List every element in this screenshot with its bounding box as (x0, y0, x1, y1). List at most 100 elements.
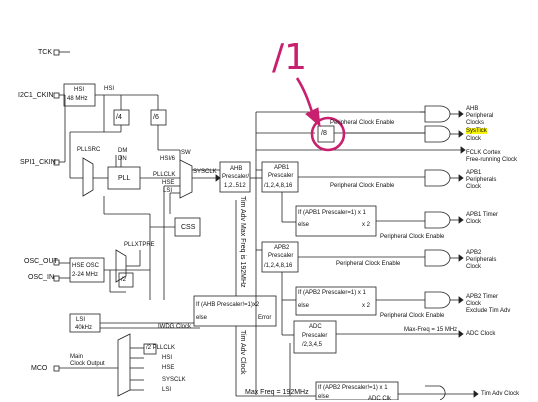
ahb-if-line1: If (AHB Prescaler!=1)x2 (196, 302, 260, 308)
fclk-output: FCLK Cortex Free-running Clock (466, 150, 518, 163)
annotation-label: /1 (272, 37, 308, 78)
ahb-label-1: AHB (230, 166, 243, 172)
pin-tck: TCK (38, 49, 52, 56)
apb1-timer-and-gate (424, 211, 451, 229)
pin-mco: MCO (31, 365, 48, 372)
tim-adv-mult-box (193, 295, 277, 327)
hse-osc-label: HSE OSC (72, 263, 100, 269)
div8-label: /8 (321, 130, 327, 137)
apb1-peripherals-output: APB1 Peripherals Clock (466, 170, 497, 190)
osc-out-pin-box (53, 259, 60, 266)
ahb-label-2: Prescaler/ (222, 174, 250, 180)
apb2-label-1: APB2 (274, 245, 290, 251)
div6-label: /6 (153, 114, 159, 121)
hsi-line-label: HSI (104, 86, 115, 92)
tim-adv-max-freq-text: Tim Adv Max Freq is 192MHz (239, 196, 246, 288)
ahb-and-gate (424, 105, 451, 123)
apb2b-if-line1: If (APB2 Prescaler!=1) x 1 (318, 385, 388, 391)
adc-clk-label: ADC Clk (368, 396, 392, 402)
pllsrc-mux (82, 157, 94, 197)
pin-osc-in: OSC_IN (28, 274, 55, 281)
mco-pin-box (53, 365, 60, 372)
apb1-if-line2: else (298, 222, 310, 228)
mco-pllclk-label: /2 PLLCLK (146, 345, 176, 351)
apb2-if-line2: else (298, 303, 310, 309)
hsi6-label: HSI/6 (160, 156, 176, 162)
systick-output: SysTick (466, 128, 487, 134)
max-freq-label: Max Freq = 192MHz (245, 389, 309, 396)
lsi-small-label: LSI (163, 188, 173, 194)
main-clock-output-label: Main Clock Output (70, 354, 105, 368)
mco-sysclk-label: SYSCLK (162, 377, 186, 383)
pin-spi1-ckin: SPI1_CKIN (20, 159, 56, 166)
dm-label: DM (118, 148, 128, 154)
pll-label: PLL (118, 175, 131, 182)
sysclk-label: SYSCLK (193, 169, 217, 175)
hse-small-label: HSE (162, 180, 175, 186)
css-label: CSS (181, 224, 196, 231)
div4-box (113, 109, 130, 126)
adc-label-3: /2,3,4,5 (302, 342, 323, 348)
apb2-timer-mult-box (295, 286, 377, 316)
spi1-pin-box (53, 159, 60, 166)
apb2-and-gate (424, 249, 451, 267)
sw-mux (179, 159, 193, 199)
lsi-label: LSI (76, 317, 86, 323)
ahb-prescaler-box (219, 161, 251, 193)
ahb-peripheral-clocks-output: AHB Peripheral Clocks (466, 106, 494, 126)
apb2-label-3: /1,2,4,8,16 (264, 263, 293, 269)
hsi-top-label: HSI (74, 87, 85, 93)
apb2b-if-line2: else (318, 394, 330, 400)
apb2-tim-adv-box (315, 381, 399, 400)
enable-label-apb1: Peripheral Clock Enable (330, 183, 395, 189)
mco-hse-label: HSE (162, 365, 175, 371)
sw-label: SW (181, 150, 191, 156)
adc-label-1: ADC (309, 324, 322, 330)
apb1-timer-output: APB1 Timer Clock (466, 212, 499, 225)
apb1-label-3: /1,2,4,8,16 (264, 183, 293, 189)
ahb-label-3: 1,2..512 (224, 183, 246, 189)
pllxtpre-label: PLLXTPRE (124, 242, 155, 248)
pin-osc-out: OSC_OUT (24, 258, 58, 265)
mco-hsi-label: HSI (162, 355, 173, 361)
apb1-if-line3: x 2 (362, 222, 371, 228)
pin-i2c1-ckin: I2C1_CKIN (18, 92, 54, 99)
tck-pin-box (53, 49, 60, 56)
iwdg-clock-label: IWDG Clock (158, 324, 191, 330)
annotation-circle (310, 116, 346, 152)
apb1-label-1: APB1 (274, 165, 290, 171)
adc-prescaler-box (293, 320, 337, 354)
div2-box (118, 272, 134, 288)
hse-osc-box (69, 257, 105, 283)
div8-box (317, 125, 335, 143)
div2-label: /2 (121, 277, 127, 283)
dn-label: DN (118, 156, 127, 162)
apb2-timer-output: APB2 Timer Clock Exclude Tim Adv (466, 294, 511, 314)
hse-freq-label: 2-24 MHz (72, 272, 99, 278)
apb2-label-2: Prescaler (268, 253, 294, 259)
div6-box (150, 109, 167, 126)
apb2-if-line1: If (APB2 Prescaler=1) x 1 (298, 290, 366, 296)
apb1-label-2: Prescaler (268, 173, 294, 179)
enable-label-apb1-timer: Peripheral Clock Enable (380, 234, 445, 240)
mco-lsi-label: LSI (162, 387, 172, 393)
tim-adv-clock-vertical: Tim Adv Clock (239, 330, 246, 375)
ahb-if-line3: Error (258, 315, 272, 321)
enable-label-apb2-timer: Peripheral Clock Enable (380, 313, 445, 319)
apb2-if-line3: x 2 (362, 303, 371, 309)
mco-mux (117, 333, 131, 397)
hsi-freq-label: 48 MHz (67, 96, 88, 102)
apb2-timer-and-gate (424, 291, 451, 309)
adc-max-freq-label: Max-Freq = 15 MHz (404, 327, 458, 333)
pllclk-label: PLLCLK (153, 172, 176, 178)
systick-clock-output: Clock (466, 136, 482, 142)
i2c1-pin-box (53, 92, 60, 99)
apb1-if-line1: If (APB1 Prescaler=1) x 1 (298, 210, 366, 216)
osc-in-pin-box (53, 275, 60, 282)
mco-div2-box (143, 343, 157, 355)
systick-and-gate (424, 125, 451, 143)
lsi-freq-label: 40kHz (75, 325, 93, 331)
div4-label: /4 (116, 114, 122, 121)
